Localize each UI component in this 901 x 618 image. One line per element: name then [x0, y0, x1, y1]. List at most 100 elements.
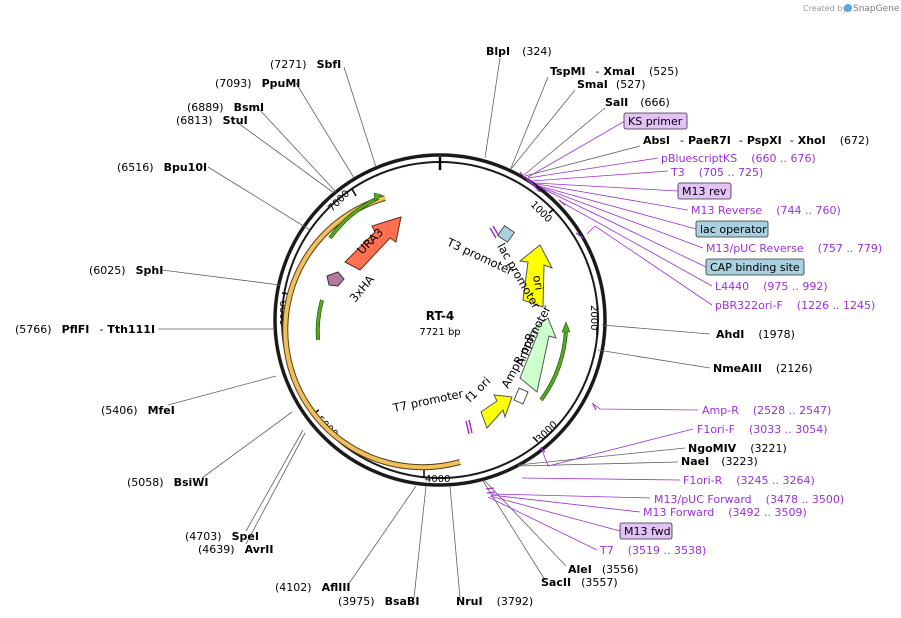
- ori-feature[interactable]: [518, 244, 554, 308]
- enzyme-name-2: Tth111I: [107, 323, 155, 336]
- enzyme-mfei[interactable]: (5406)MfeI: [101, 404, 175, 417]
- enzyme-pos: (666): [640, 96, 670, 109]
- enzyme-ppumi[interactable]: (7093)PpuMI: [215, 77, 300, 90]
- leader-cap-binding-site: [542, 188, 707, 268]
- f1-ori-feature[interactable]: [480, 394, 513, 429]
- enzyme-ahdi[interactable]: AhdI(1978): [716, 328, 795, 341]
- tick-label-4000: 4000: [425, 474, 450, 485]
- enzyme-sphi[interactable]: (6025)SphI: [89, 264, 163, 277]
- cap-binding-site-box[interactable]: [705, 258, 805, 276]
- enzyme-name: SalI: [605, 96, 628, 109]
- orange-feature-arc[interactable]: [283, 196, 461, 470]
- m13-rev-box[interactable]: [677, 182, 732, 200]
- primer-mark-bottom-3: [592, 403, 597, 411]
- enzyme-ngomiv[interactable]: NgoMIV(3221): [688, 442, 787, 455]
- enzyme-nmeaiii[interactable]: NmeAIII(2126): [713, 362, 813, 375]
- enzyme-absi[interactable]: AbsI-PaeR7I-PspXI-XhoI(672): [643, 134, 869, 147]
- primer-mark-top-6: [575, 232, 584, 239]
- credit-brand[interactable]: SnapGene: [853, 4, 900, 14]
- enzyme-sacii[interactable]: SacII(3557): [541, 576, 618, 589]
- enzyme-name: NaeI: [681, 455, 709, 468]
- enzyme-avrii[interactable]: (4639)AvrII: [198, 543, 273, 556]
- separator: -: [596, 65, 600, 78]
- enzyme-tspmi[interactable]: TspMI-XmaI(525): [550, 65, 679, 78]
- enzyme-sbfi[interactable]: (7271) SbfI: [270, 58, 341, 71]
- primer-name: T3: [670, 166, 685, 179]
- leader-ks-primer: [527, 120, 626, 178]
- enzyme-nrui[interactable]: NruI(3792): [456, 595, 533, 608]
- enzyme-name: SbfI: [317, 58, 342, 71]
- primer-mark-top-4: [533, 185, 541, 193]
- ampr-feature[interactable]: [519, 317, 557, 393]
- enzyme-pos: (525): [649, 65, 679, 78]
- leader-pbluescriptks: [527, 157, 659, 179]
- enzyme-spei[interactable]: (4703)SpeI: [185, 530, 259, 543]
- enzyme-pflfi[interactable]: (5766)PflFI-Tth111I: [15, 323, 155, 336]
- ura3-feature[interactable]: [344, 216, 402, 271]
- enzyme-sali[interactable]: SalI (666): [605, 96, 670, 109]
- ks-primer-box[interactable]: [623, 112, 688, 130]
- primer-name: Amp-R: [702, 404, 739, 417]
- ha-tag-feature[interactable]: [326, 271, 345, 287]
- enzyme-name: AbsI: [643, 134, 670, 147]
- enzyme-name: BsaBI: [385, 595, 420, 608]
- primer-mark-top-3: [529, 180, 537, 188]
- primer-f1ori-r[interactable]: F1ori-R(3245 .. 3264): [683, 474, 815, 487]
- enzyme-name: StuI: [223, 114, 248, 127]
- tick-label-2000: 2000: [588, 305, 599, 330]
- primer-range: (3033 .. 3054): [749, 423, 828, 436]
- lac-operator-feature[interactable]: [497, 225, 515, 243]
- m13-fwd-box[interactable]: [619, 522, 673, 540]
- enzyme-bpu10i[interactable]: (6516)Bpu10I: [117, 161, 207, 174]
- primer-t3[interactable]: T3(705 .. 725): [670, 166, 763, 179]
- tick-marks: [281, 188, 598, 478]
- enzyme-name: PflFI: [62, 323, 90, 336]
- leader-stui: [237, 122, 335, 194]
- plasmid-size: 7721 bp: [419, 327, 460, 338]
- ampr-promoter-feature[interactable]: [513, 387, 529, 405]
- enzyme-smai[interactable]: SmaI(527): [577, 78, 646, 91]
- leader-m13-forward: [490, 494, 641, 513]
- primer-mark-top-2: [525, 177, 533, 185]
- enzyme-pos: (6813): [176, 114, 213, 127]
- enzyme-blpi[interactable]: BlpI(324): [486, 45, 552, 58]
- separator-3: -: [790, 134, 794, 147]
- tick-mark-3000: [532, 436, 539, 443]
- enzyme-name: AflIII: [322, 581, 351, 594]
- enzyme-pos: (672): [840, 134, 870, 147]
- enzyme-aflii[interactable]: (4102)AflIII: [275, 581, 351, 594]
- leader-smai: [510, 89, 576, 170]
- primer-amp-r[interactable]: Amp-R (2528 .. 2547): [702, 404, 831, 417]
- primer-mark-bottom-1: [485, 487, 495, 490]
- t7-promoter-label: T7 promoter: [391, 386, 465, 415]
- primer-m13-reverse[interactable]: M13 Reverse(744 .. 760): [691, 204, 841, 217]
- primer-m13puc-reverse[interactable]: M13/pUC Reverse(757 .. 779): [706, 242, 882, 255]
- t7-promoter-mark-2: [468, 419, 473, 434]
- enzyme-alei[interactable]: AleI(3556): [568, 563, 638, 576]
- enzyme-bsiwi[interactable]: (5058)BsiWI: [127, 476, 209, 489]
- leader-ngomiv: [517, 447, 686, 466]
- enzyme-pos: (3221): [750, 442, 787, 455]
- enzyme-stui[interactable]: (6813) StuI: [176, 114, 248, 127]
- leader-sphi: [161, 269, 281, 286]
- leader-blpi: [484, 57, 501, 159]
- enzyme-bsabi[interactable]: (3975)BsaBI: [338, 595, 419, 608]
- primer-range: (3519 .. 3538): [628, 544, 707, 557]
- primer-m13puc-forward[interactable]: M13/pUC Forward(3478 .. 3500): [654, 493, 844, 506]
- enzyme-naei[interactable]: NaeI(3223): [681, 455, 758, 468]
- primer-range: (2528 .. 2547): [753, 404, 832, 417]
- primer-t7[interactable]: T7(3519 .. 3538): [599, 544, 706, 557]
- primer-range: (3492 .. 3509): [728, 506, 807, 519]
- primer-l4440[interactable]: L4440(975 .. 992): [715, 280, 828, 293]
- primer-f1ori-f[interactable]: F1ori-F(3033 .. 3054): [697, 423, 828, 436]
- primer-m13-forward[interactable]: M13 Forward(3492 .. 3509): [643, 506, 807, 519]
- tick-label-1000: 1000: [528, 199, 554, 225]
- lac-operator-box[interactable]: [695, 220, 769, 238]
- enzyme-pos: (7271): [270, 58, 307, 71]
- enzyme-name: SacII: [541, 576, 571, 589]
- primer-pbr322ori-f[interactable]: pBR322ori-F(1226 .. 1245): [715, 299, 875, 312]
- leader-bsmi: [257, 107, 337, 193]
- enzyme-bsmi[interactable]: (6889)BsmI: [187, 101, 264, 114]
- snapgene-logo-icon: [844, 4, 852, 12]
- primer-pbluescriptks[interactable]: pBluescriptKS(660 .. 676): [661, 152, 816, 165]
